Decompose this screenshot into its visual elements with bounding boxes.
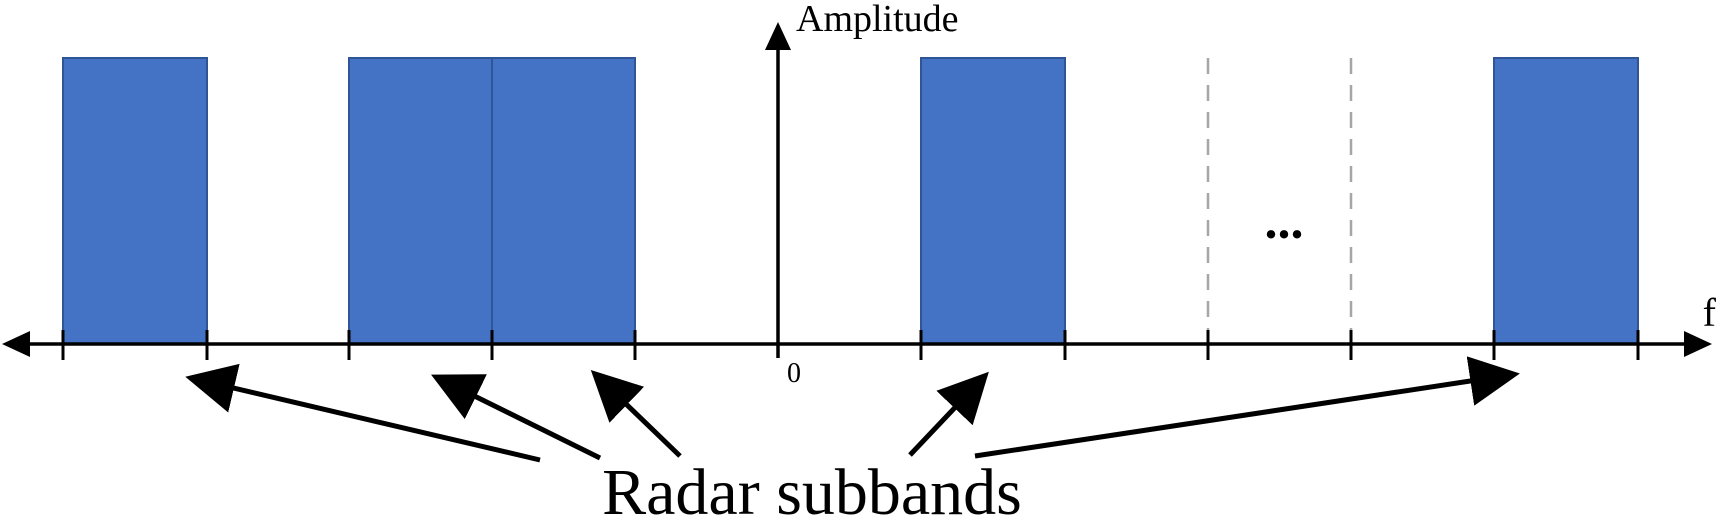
subband-5 bbox=[1493, 57, 1639, 345]
frequency-axis-left-arrow bbox=[2, 331, 30, 357]
pointer-arrow bbox=[590, 370, 682, 458]
amplitude-label: Amplitude bbox=[796, 0, 959, 40]
subband-2 bbox=[348, 57, 493, 345]
pointer-arrows bbox=[185, 356, 1520, 463]
frequency-axis-right-arrow bbox=[1684, 331, 1712, 357]
ellipsis-label: ... bbox=[1265, 193, 1304, 250]
radar-subbands-caption: Radar subbands bbox=[602, 456, 1022, 521]
subband-group bbox=[62, 57, 1639, 345]
amplitude-axis-arrow bbox=[765, 22, 791, 50]
frequency-axis bbox=[2, 331, 1712, 357]
tick-marks bbox=[61, 330, 1640, 360]
subband-3 bbox=[491, 57, 636, 345]
origin-label: 0 bbox=[787, 358, 801, 389]
subband-4 bbox=[920, 57, 1066, 345]
pointer-arrow bbox=[908, 371, 989, 457]
pointer-arrow bbox=[431, 374, 602, 461]
frequency-label: f bbox=[1703, 290, 1717, 335]
empty-slot bbox=[1206, 58, 1353, 330]
subband-1 bbox=[62, 57, 208, 345]
amplitude-axis bbox=[765, 22, 791, 358]
pointer-arrow bbox=[185, 363, 541, 463]
pointer-arrow bbox=[974, 356, 1520, 459]
